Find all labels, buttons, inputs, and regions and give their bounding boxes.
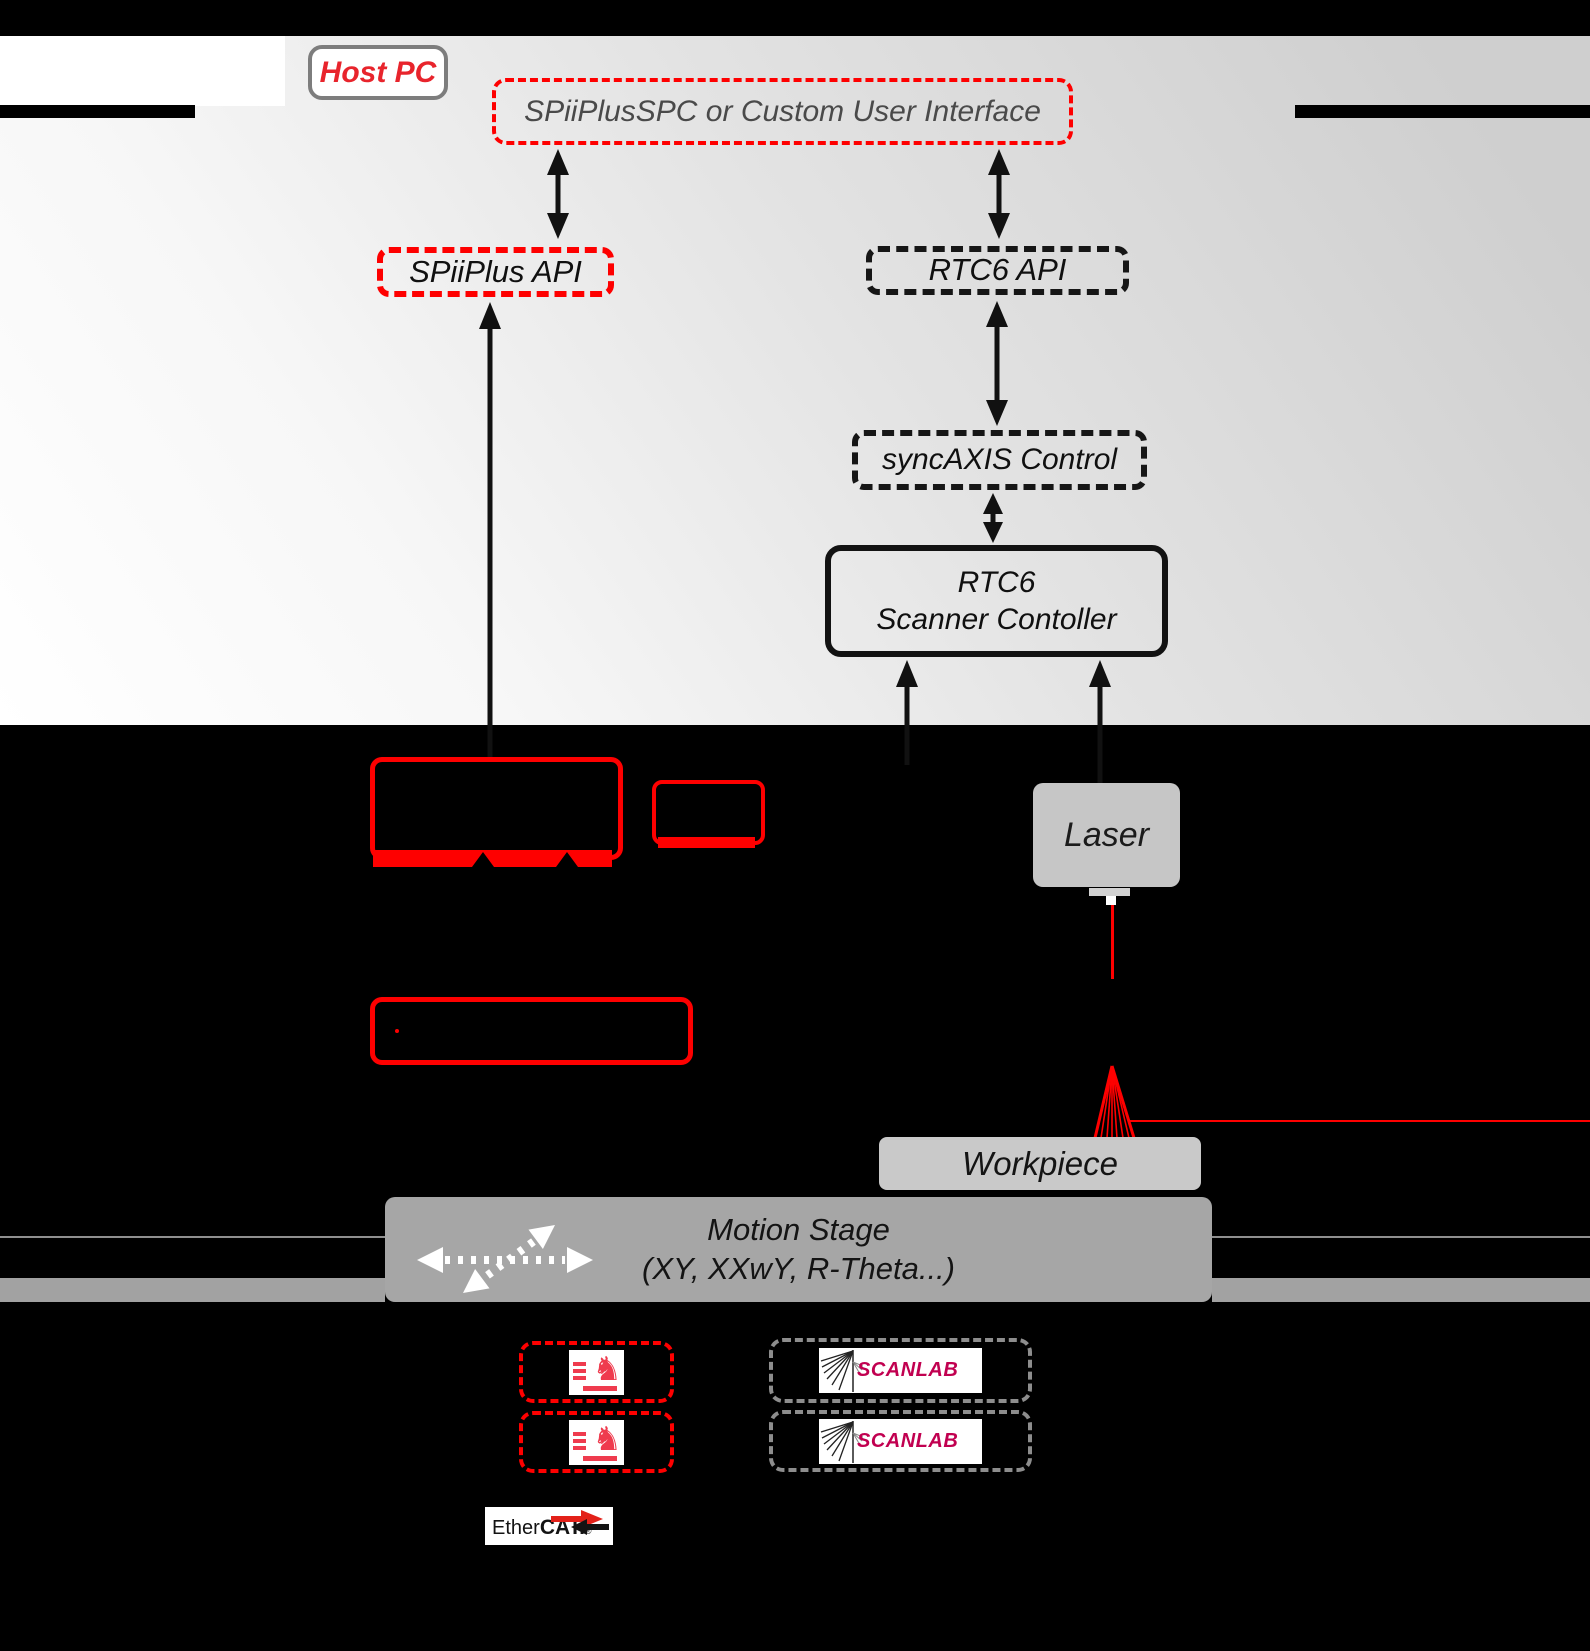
acs-knight-icon: ♞ [592,1419,622,1457]
motion-stage-line1: Motion Stage [707,1211,890,1247]
ethercat-text-regular: Ether [492,1517,540,1539]
spiiplus-controller-base [373,850,612,867]
drive-module-base [658,837,755,848]
acs-logo-base [583,1455,617,1461]
laser-nozzle [1106,896,1116,905]
laser-scan-fan [1093,1065,1136,1139]
scanlab-logo-box-row1: SCANLAB [769,1338,1032,1403]
rtc6-api-label: RTC6 API [928,252,1067,288]
motion-stage-line2: (XY, XXwY, R-Theta...) [642,1250,955,1286]
stage-surface-line-right [1212,1236,1590,1238]
acs-logo-card: ♞ [569,1349,624,1395]
double-arrow-ui-spiiplus-icon [547,149,569,239]
rtc6-scanner-line1: RTC6 [957,565,1036,599]
host-pc-label-box: Host PC [308,45,448,100]
scanlab-logo-card: SCANLAB [819,1418,982,1464]
host-pc-panel-background [0,36,1590,725]
laser-scan-line [1128,1120,1590,1122]
scanlab-wordmark: SCANLAB [857,1359,959,1381]
stage-base-band-right [1212,1278,1590,1302]
scanlab-fan-icon [820,1350,863,1392]
base-notch [472,852,494,867]
acs-knight-icon: ♞ [592,1349,622,1387]
rtc6-scanner-line2: Scanner Contoller [876,603,1117,636]
scanlab-logo-box-row2: SCANLAB [769,1410,1032,1472]
laser-box: Laser [1033,783,1180,887]
user-interface-box: SPiiPlusSPC or Custom User Interface [492,78,1073,145]
double-arrow-rtc6api-syncaxis-icon [986,301,1008,426]
ethercat-arrows-icon [551,1510,609,1535]
acs-logo-box-row1: ♞ [519,1341,674,1403]
drive-module-photo [652,780,765,845]
spiiplus-api-box: SPiiPlus API [377,247,614,297]
spiiplus-controller-photo [370,757,623,860]
workpiece-label: Workpiece [962,1144,1118,1182]
drive-rack-led [395,1029,399,1033]
up-arrow-scanhead-to-rtc6-icon [896,660,918,765]
page-black-stripe-right [1295,105,1590,118]
up-arrow-controller-to-spiiplusapi-icon [479,302,501,757]
syncaxis-control-box: syncAXIS Control [852,430,1147,490]
user-interface-label: SPiiPlusSPC or Custom User Interface [524,94,1041,128]
stage-base-band-left [0,1278,385,1302]
ethercat-registered-mark: ® [584,1526,592,1536]
acs-speedline [573,1368,586,1373]
acs-speedline [573,1361,586,1366]
acs-speedline [573,1445,586,1450]
scanlab-logo-card: SCANLAB [819,1348,982,1393]
motion-stage-bar: Motion Stage (XY, XXwY, R-Theta...) [385,1197,1212,1302]
workpiece-bar: Workpiece [879,1137,1201,1190]
acs-logo-box-row2: ♞ [519,1411,674,1473]
drive-rack-photo [370,997,693,1065]
double-arrow-syncaxis-scanner-icon [983,493,1003,543]
spiiplus-api-label: SPiiPlus API [409,253,582,289]
scanlab-wordmark: SCANLAB [857,1429,959,1452]
rtc6-api-box: RTC6 API [866,246,1129,295]
laser-aperture [1089,888,1130,896]
rtc6-scanner-controller-label: RTC6 Scanner Contoller [876,564,1116,639]
acs-logo-base [583,1385,617,1391]
syncaxis-control-label: syncAXIS Control [881,443,1118,477]
motion-stage-label: Motion Stage (XY, XXwY, R-Theta...) [642,1211,955,1289]
acs-logo-card: ♞ [569,1419,624,1465]
acs-speedline [573,1438,586,1443]
host-pc-label: Host PC [319,55,437,89]
page-black-stripe-left [0,105,195,118]
xy-motion-arrows-icon [417,1225,593,1293]
acs-speedline [573,1431,586,1436]
double-arrow-ui-rtc6api-icon [988,149,1010,239]
laser-label: Laser [1063,815,1150,854]
stage-surface-line-left [0,1236,385,1238]
up-arrow-laser-to-rtc6-icon [1089,660,1111,783]
acs-speedline [573,1375,586,1380]
scanlab-fan-icon [820,1420,863,1463]
ethercat-logo-card: EtherCAT.® [485,1507,613,1545]
rtc6-scanner-controller-box: RTC6 Scanner Contoller [825,545,1168,657]
page-white-corner [0,36,285,106]
base-notch [556,852,578,867]
laser-beam-line [1111,905,1114,979]
